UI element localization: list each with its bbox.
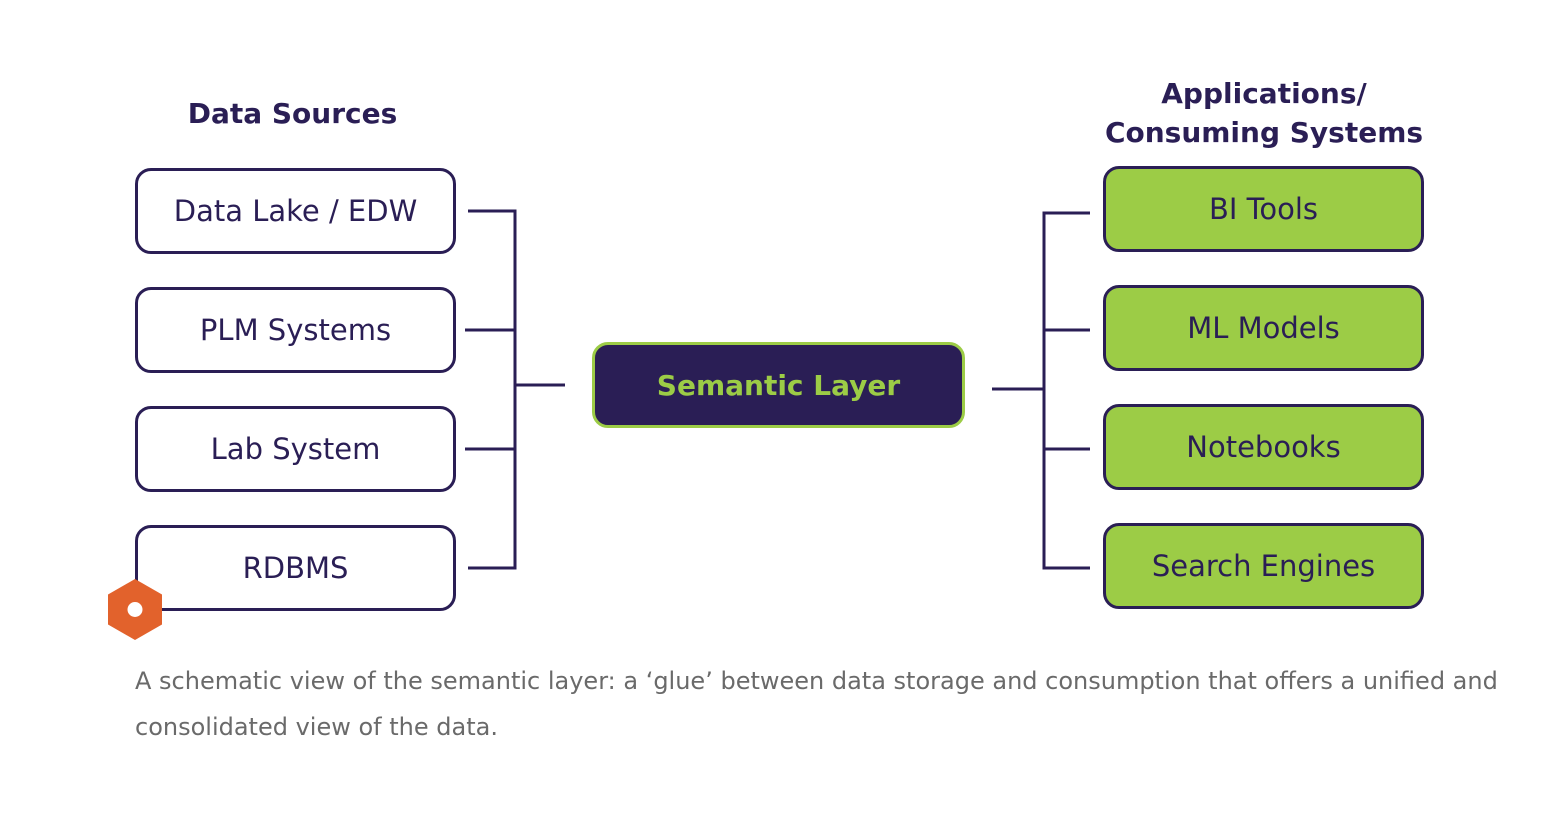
consumer-node-ml-models: ML Models — [1103, 285, 1424, 371]
consumer-node-bi-tools: BI Tools — [1103, 166, 1424, 252]
sources-heading: Data Sources — [187, 97, 398, 130]
semantic-layer-node: Semantic Layer — [592, 342, 965, 428]
consumers-heading-line-1: Applications/ — [1161, 77, 1367, 110]
source-node-data-lake: Data Lake / EDW — [135, 168, 456, 254]
hexagon-icon — [108, 579, 162, 640]
consumers-heading: Applications/ Consuming Systems — [1090, 74, 1438, 152]
consumer-node-search-engines: Search Engines — [1103, 523, 1424, 609]
consumers-heading-line-2: Consuming Systems — [1104, 116, 1424, 149]
diagram-caption: A schematic view of the semantic layer: … — [135, 667, 1498, 741]
source-node-lab-system: Lab System — [135, 406, 456, 492]
source-node-plm-systems: PLM Systems — [135, 287, 456, 373]
source-node-rdbms: RDBMS — [135, 525, 456, 611]
consumer-node-notebooks: Notebooks — [1103, 404, 1424, 490]
